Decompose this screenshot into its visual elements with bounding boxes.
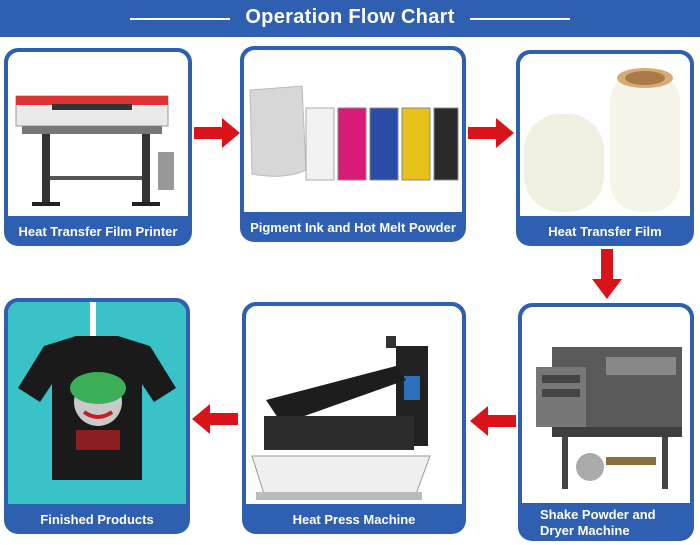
heat-press-icon <box>246 306 462 504</box>
arrow-right-icon <box>468 118 514 148</box>
header-bar: Operation Flow Chart <box>0 0 700 37</box>
step-label-finished: Finished Products <box>40 512 154 527</box>
step-label-dryer-line1: Shake Powder and <box>540 507 656 522</box>
finished-image <box>8 302 186 504</box>
heat-press-image <box>246 306 462 504</box>
tshirt-icon <box>8 302 186 504</box>
header-line-right <box>470 18 570 20</box>
step-label-film: Heat Transfer Film <box>548 224 662 239</box>
step-card-ink: Pigment Ink and Hot Melt Powder <box>240 46 466 242</box>
step-card-heat-press: Heat Press Machine <box>242 302 466 534</box>
step-card-film: Heat Transfer Film <box>516 50 694 246</box>
page-title: Operation Flow Chart <box>245 6 455 28</box>
film-image <box>520 54 690 216</box>
step-label-dryer: Shake Powder and Dryer Machine <box>518 507 694 539</box>
ink-bottles-icon <box>244 50 462 212</box>
dryer-machine-icon <box>522 307 690 503</box>
arrow-left-icon <box>192 404 238 434</box>
header-line-left <box>130 18 230 20</box>
printer-icon <box>8 52 188 216</box>
step-card-dryer: Shake Powder and Dryer Machine <box>518 303 694 541</box>
step-label-heat-press: Heat Press Machine <box>292 512 416 527</box>
step-card-printer: Heat Transfer Film Printer <box>4 48 192 246</box>
film-roll-icon <box>520 54 690 216</box>
step-label-ink: Pigment Ink and Hot Melt Powder <box>250 220 456 235</box>
dryer-image <box>522 307 690 503</box>
printer-image <box>8 52 188 216</box>
arrow-right-icon <box>194 118 240 148</box>
arrow-down-icon <box>592 249 622 299</box>
arrow-left-icon <box>470 406 516 436</box>
step-card-finished: Finished Products <box>4 298 190 534</box>
step-label-dryer-line2: Dryer Machine <box>540 523 630 538</box>
step-label-printer: Heat Transfer Film Printer <box>18 224 178 239</box>
ink-image <box>244 50 462 212</box>
